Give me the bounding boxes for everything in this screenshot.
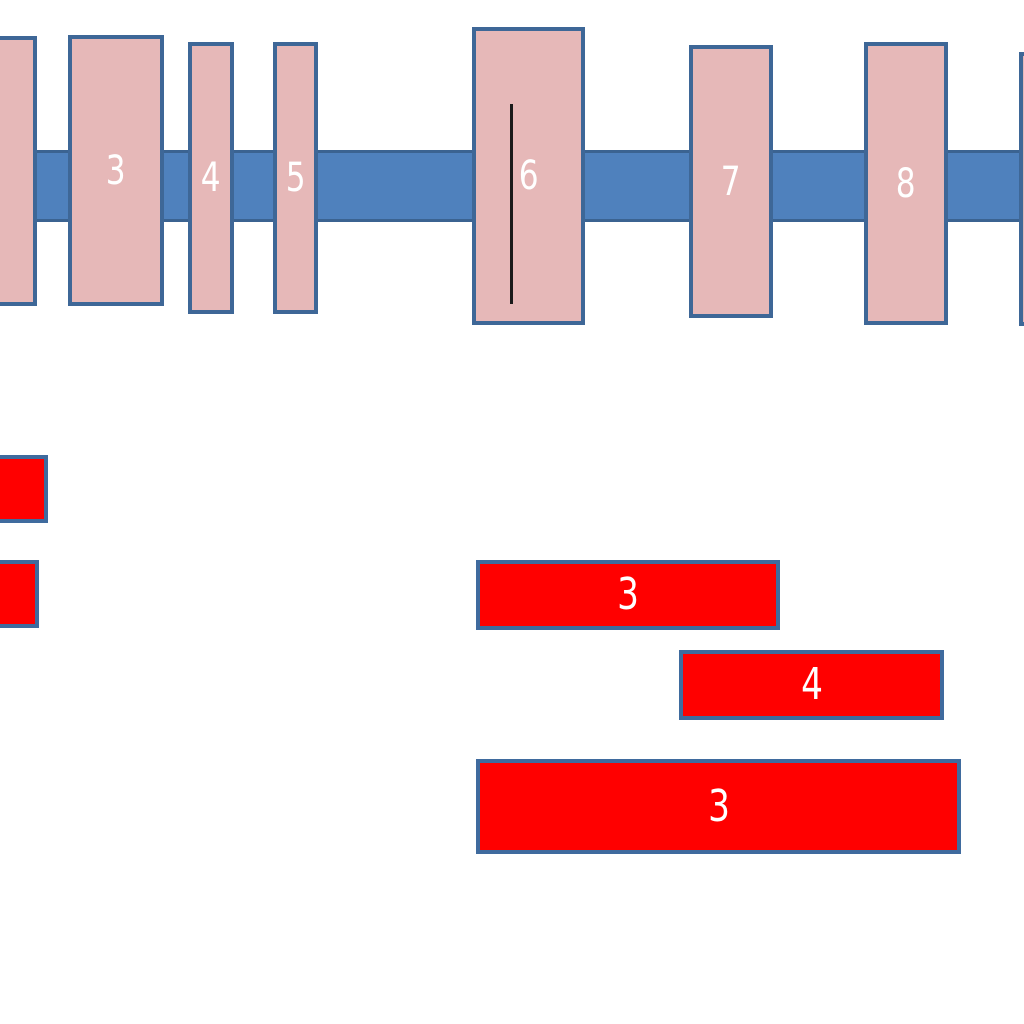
exon-label: 6: [518, 153, 539, 199]
exon-7: 7: [689, 45, 773, 318]
bar-2-partial: [0, 560, 39, 628]
exon-6: 6: [472, 27, 585, 325]
bar-3: 3: [476, 560, 780, 630]
bar-5: 3: [476, 759, 961, 854]
exon-4: 4: [188, 42, 234, 314]
exon-5: 5: [273, 42, 318, 314]
bar-label: 3: [617, 569, 639, 620]
bar-4: 4: [679, 650, 944, 720]
exon-2-partial: [0, 36, 37, 306]
exon-label: 4: [201, 155, 221, 201]
exon-label: 5: [285, 155, 306, 201]
exon-9-partial: [1019, 52, 1024, 326]
exon-6-marker-line: [510, 104, 513, 304]
exon-label: 3: [106, 147, 126, 194]
exon-label: 8: [896, 160, 916, 207]
exon-label: 7: [721, 158, 741, 205]
exon-8: 8: [864, 42, 948, 325]
exon-3: 3: [68, 35, 164, 306]
bar-label: 4: [800, 659, 823, 710]
bar-1-partial: [0, 455, 48, 523]
bar-label: 3: [707, 780, 730, 832]
